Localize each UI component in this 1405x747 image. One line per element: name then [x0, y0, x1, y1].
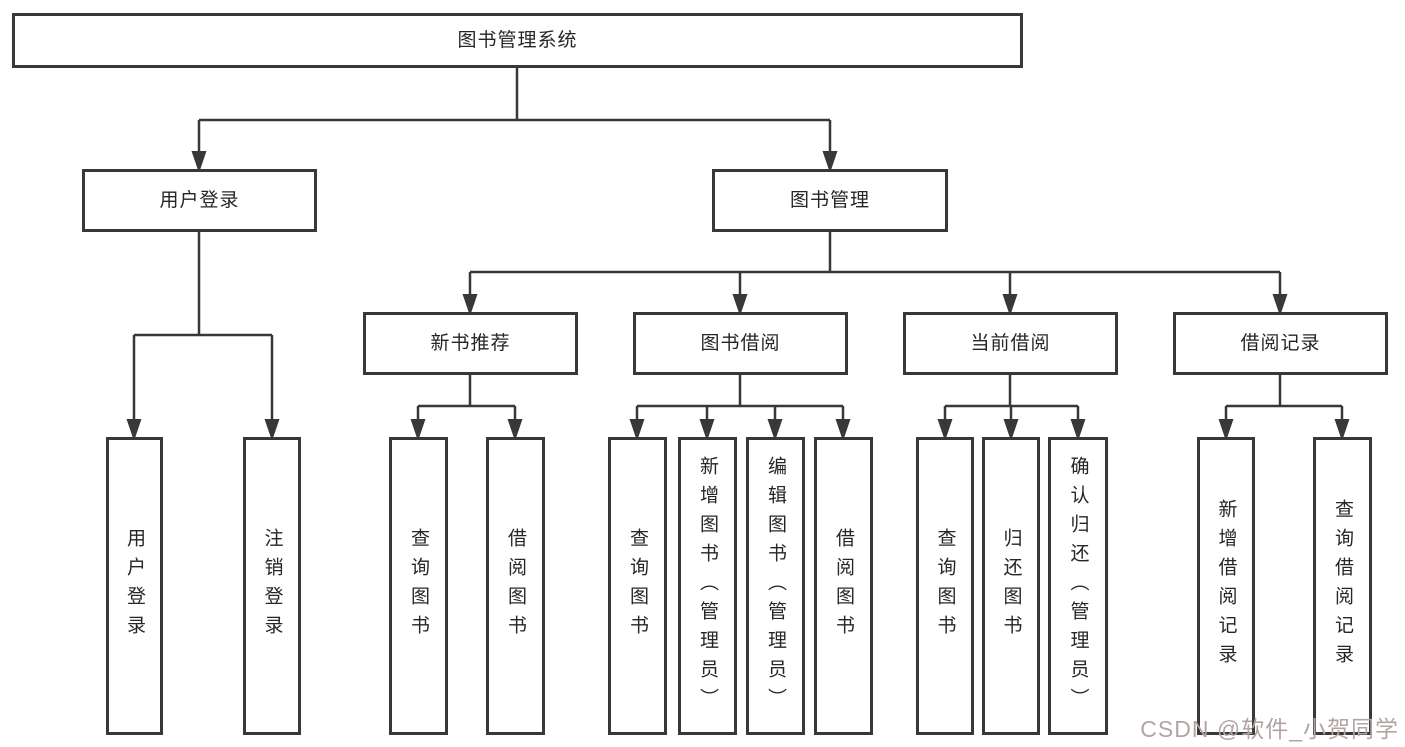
arrowhead-down-icon	[629, 419, 645, 441]
arrowhead-down-icon	[410, 419, 426, 441]
arrowhead-down-icon	[835, 419, 851, 441]
leaf-current-query-books-label: 查询图书	[934, 528, 956, 644]
arrowhead-down-icon	[1002, 294, 1018, 316]
leaf-confirm-return-admin-label: 确认归还（管理员）	[1067, 455, 1089, 717]
leaf-recommend-query-books-label: 查询图书	[408, 528, 429, 644]
arrowhead-down-icon	[191, 151, 207, 173]
arrowhead-down-icon	[767, 419, 783, 441]
leaf-borrow-query-books: 查询图书	[608, 437, 667, 735]
leaf-add-books-admin-label: 新增图书（管理员）	[697, 455, 718, 717]
arrowhead-down-icon	[507, 419, 523, 441]
arrowhead-down-icon	[1334, 419, 1350, 441]
arrowhead-down-icon	[822, 151, 838, 173]
leaf-borrow-books-label: 借阅图书	[833, 528, 854, 644]
arrowhead-down-icon	[126, 419, 142, 441]
leaf-user-login-label: 用户登录	[124, 528, 145, 644]
leaf-current-query-books: 查询图书	[916, 437, 974, 735]
leaf-add-borrow-record: 新增借阅记录	[1197, 437, 1255, 735]
node-new-book-recommend-label: 新书推荐	[430, 333, 511, 354]
leaf-edit-books-admin: 编辑图书（管理员）	[746, 437, 805, 735]
leaf-borrow-books: 借阅图书	[814, 437, 873, 735]
arrowhead-down-icon	[1218, 419, 1234, 441]
node-new-book-recommend: 新书推荐	[363, 312, 578, 375]
node-book-management-label: 图书管理	[789, 190, 870, 211]
node-root: 图书管理系统	[12, 13, 1023, 68]
leaf-borrow-query-books-label: 查询图书	[627, 528, 648, 644]
leaf-confirm-return-admin: 确认归还（管理员）	[1048, 437, 1108, 735]
leaf-query-borrow-record: 查询借阅记录	[1313, 437, 1372, 735]
leaf-recommend-query-books: 查询图书	[389, 437, 448, 735]
arrowhead-down-icon	[1070, 419, 1086, 441]
node-book-management: 图书管理	[712, 169, 948, 232]
arrowhead-down-icon	[732, 294, 748, 316]
node-borrow-records: 借阅记录	[1173, 312, 1388, 375]
leaf-recommend-borrow-books-label: 借阅图书	[505, 528, 526, 644]
arrowhead-down-icon	[1272, 294, 1288, 316]
leaf-query-borrow-record-label: 查询借阅记录	[1332, 499, 1353, 673]
node-book-borrow: 图书借阅	[633, 312, 848, 375]
node-root-label: 图书管理系统	[457, 30, 578, 51]
leaf-edit-books-admin-label: 编辑图书（管理员）	[765, 455, 786, 717]
leaf-add-borrow-record-label: 新增借阅记录	[1215, 499, 1237, 673]
leaf-return-books-label: 归还图书	[1000, 528, 1022, 644]
leaf-logout-label: 注销登录	[261, 528, 283, 644]
node-current-borrow-label: 当前借阅	[970, 333, 1051, 354]
leaf-user-login: 用户登录	[106, 437, 163, 735]
node-book-borrow-label: 图书借阅	[700, 333, 781, 354]
leaf-recommend-borrow-books: 借阅图书	[486, 437, 545, 735]
leaf-return-books: 归还图书	[982, 437, 1040, 735]
node-user-login: 用户登录	[82, 169, 317, 232]
arrowhead-down-icon	[264, 419, 280, 441]
node-user-login-label: 用户登录	[159, 190, 240, 211]
arrowhead-down-icon	[937, 419, 953, 441]
arrowhead-down-icon	[699, 419, 715, 441]
arrowhead-down-icon	[1003, 419, 1019, 441]
watermark-text: CSDN @软件_小贺同学	[1140, 716, 1399, 742]
node-current-borrow: 当前借阅	[903, 312, 1118, 375]
leaf-add-books-admin: 新增图书（管理员）	[678, 437, 737, 735]
leaf-logout: 注销登录	[243, 437, 301, 735]
node-borrow-records-label: 借阅记录	[1240, 333, 1321, 354]
arrowhead-down-icon	[462, 294, 478, 316]
